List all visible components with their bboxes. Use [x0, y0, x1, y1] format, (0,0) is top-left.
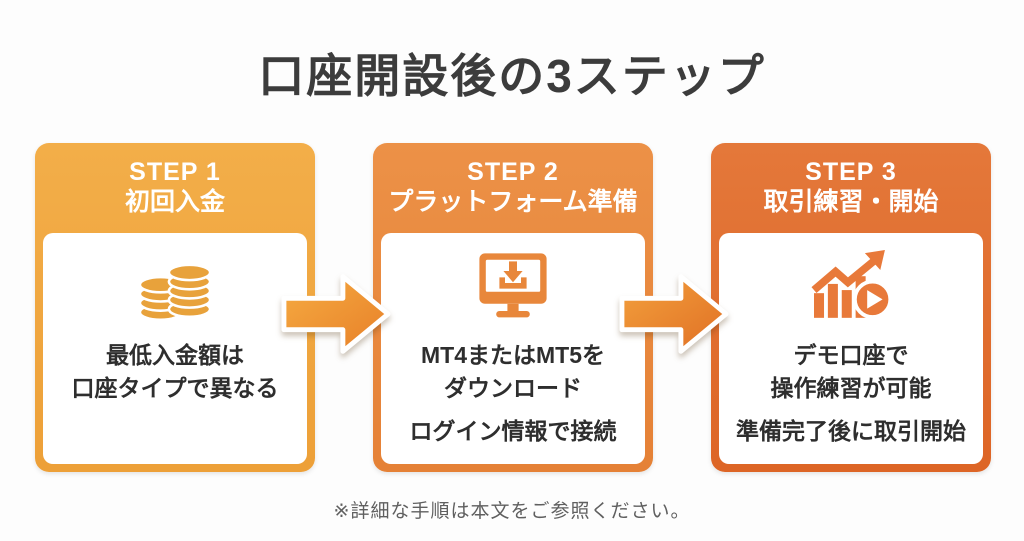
step2-line1: MT4またはMT5を [421, 342, 605, 368]
step2-title: プラットフォーム準備 [388, 187, 638, 216]
step2-body: MT4またはMT5を ダウンロード ログイン情報で接続 [381, 233, 645, 464]
step3-line1: デモ口座で [793, 342, 909, 368]
step2-header: STEP 2 プラットフォーム準備 [373, 143, 653, 233]
page-title: 口座開設後の3ステップ [258, 50, 766, 102]
arrow-right-icon [280, 268, 392, 360]
step2-note: ログイン情報で接続 [409, 417, 617, 444]
step1-title: 初回入金 [124, 187, 225, 216]
monitor-download-icon [473, 249, 553, 325]
step3-note: 準備完了後に取引開始 [736, 417, 966, 444]
step3-label: STEP 3 [805, 158, 897, 186]
step3-description: デモ口座で 操作練習が可能 [771, 339, 932, 406]
step1-header: STEP 1 初回入金 [35, 143, 315, 233]
step3-line2: 操作練習が可能 [770, 375, 932, 402]
step3-header: STEP 3 取引練習・開始 [711, 143, 991, 233]
arrow-right-icon [618, 268, 730, 360]
step3-card: STEP 3 取引練習・開始 デモ口座 [711, 143, 991, 472]
step1-line1: 最低入金額は [106, 342, 244, 368]
step1-card: STEP 1 初回入金 [35, 143, 315, 472]
step1-body: 最低入金額は 口座タイプで異なる [43, 233, 307, 464]
step1-line2: 口座タイプで異なる [71, 375, 279, 402]
step2-description: MT4またはMT5を ダウンロード [421, 339, 605, 406]
step3-body: デモ口座で 操作練習が可能 準備完了後に取引開始 [719, 233, 983, 464]
step3-title: 取引練習・開始 [763, 187, 939, 216]
coins-icon [133, 249, 217, 325]
step2-line2: ダウンロード [444, 375, 582, 402]
step2-card: STEP 2 プラットフォーム準備 MT4またはMT5を ダウンロード ログイ [373, 143, 653, 472]
growth-chart-play-icon [807, 249, 895, 325]
footer-note: ※詳細な手順は本文をご参照ください。 [333, 501, 691, 522]
step2-label: STEP 2 [467, 158, 559, 186]
step1-label: STEP 1 [129, 158, 221, 186]
step1-description: 最低入金額は 口座タイプで異なる [72, 339, 279, 406]
